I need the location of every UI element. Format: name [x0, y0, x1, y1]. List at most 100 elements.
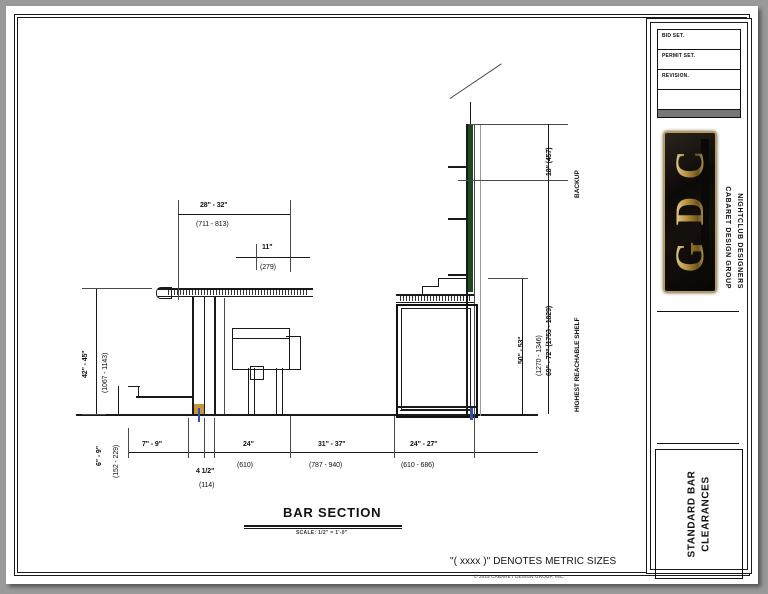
dim-line-footrail-height: [118, 386, 119, 414]
bar-top-underside: [158, 296, 313, 297]
dim-work-aisle-metric: (610): [237, 462, 253, 469]
revision-row[interactable]: PERMIT SET.: [658, 50, 740, 70]
label-backup: BACKUP: [574, 170, 581, 198]
logo-letter-c: C: [667, 150, 712, 180]
bar-top-hatch: [168, 290, 308, 295]
title-block-divider: [657, 311, 739, 312]
bar-top-nosing: [156, 287, 172, 299]
dim-footrail-height-metric: (152 - 229): [113, 444, 120, 478]
dim-line-reachable-shelf: [548, 180, 549, 414]
dim-backbar-top-imperial: 50" - 53": [518, 336, 525, 364]
drawing-scale: SCALE: 1/2" = 1'-0": [296, 530, 348, 536]
cdg-logo: C D G: [663, 131, 717, 293]
dim-line-bartop-width: [178, 214, 290, 215]
logo-side-text: CABARET DESIGN GROUP NIGHTCLUB DESIGNERS: [717, 131, 743, 289]
dim-line-plan-chain: [128, 452, 538, 453]
ext-chain-1: [188, 418, 189, 458]
dim-line-backbar-top: [522, 278, 523, 414]
dim-service-aisle-metric: (787 - 940): [309, 462, 343, 469]
title-underline: [244, 525, 402, 527]
dim-line-backup-height: [548, 124, 549, 180]
ext-chain-3: [214, 418, 215, 458]
bar-front-panel-outer: [192, 296, 194, 416]
dim-bartop-width-imperial: 28" - 32": [200, 202, 228, 209]
revision-row[interactable]: BID SET.: [658, 30, 740, 50]
ext-chain-5: [394, 416, 395, 458]
bar-structure-line: [224, 298, 225, 414]
back-wall-core: [474, 124, 475, 416]
equipment-leg-left-b: [254, 368, 255, 414]
copyright-note: © 2015 CABARET DESIGN GROUP, INC.: [474, 574, 565, 579]
metric-note: "( xxxx )" DENOTES METRIC SIZES: [450, 556, 617, 567]
dim-backbar-depth-metric: (610 - 686): [401, 462, 435, 469]
dim-work-aisle-imperial: 24": [243, 441, 254, 448]
equipment-leg-right: [276, 368, 277, 414]
drawing-title: BAR SECTION: [283, 505, 382, 520]
foot-rail: [136, 396, 194, 398]
dim-rail-thickness-imperial: 4 1/2": [196, 468, 215, 475]
backbar-toe-kick: [400, 410, 472, 411]
ext-backup-top: [470, 124, 568, 125]
equipment-drain: [250, 366, 264, 380]
sheet-title-box: STANDARD BAR CLEARANCES: [655, 449, 743, 579]
title-block-inner-border: [650, 22, 748, 570]
revision-box: BID SET. PERMIT SET. REVISION.: [657, 29, 741, 111]
title-block: BID SET. PERMIT SET. REVISION. C D G CAB…: [646, 18, 752, 579]
dim-overhang-imperial: 11": [262, 244, 273, 251]
ext-chain-6: [474, 416, 475, 458]
revision-label-revision: REVISION.: [662, 72, 690, 80]
drawing-sheet: BID SET. PERMIT SET. REVISION. C D G CAB…: [6, 6, 758, 584]
ext-chain-2: [204, 418, 205, 458]
dim-footrail-height-imperial: 6" - 9": [96, 446, 103, 466]
dim-service-aisle-imperial: 31" - 37": [318, 441, 346, 448]
revision-label-bid-set: BID SET.: [662, 32, 685, 40]
revision-label-permit-set: PERMIT SET.: [662, 52, 696, 60]
logo-tagline-firm: CABARET DESIGN GROUP: [724, 186, 731, 289]
logo-dark-bar: [701, 139, 709, 285]
dim-line-bar-height: [96, 288, 97, 414]
revision-row[interactable]: [658, 90, 740, 110]
backbar-top-hatch: [400, 296, 472, 301]
wall-shelf-mid: [448, 218, 468, 220]
dim-bar-height-metric: (1067 - 1143): [102, 352, 109, 393]
sheet-title-text: STANDARD BAR CLEARANCES: [686, 470, 712, 558]
label-highest-reachable-shelf: HIGHEST REACHABLE SHELF: [574, 317, 581, 412]
foot-rail-tick: [128, 386, 140, 387]
revision-row[interactable]: REVISION.: [658, 70, 740, 90]
equipment-leg-right-b: [282, 368, 283, 414]
dim-overhang-metric: (279): [260, 264, 276, 271]
backsplash-step-riser: [438, 278, 439, 286]
logo-tagline-discipline: NIGHTCLUB DESIGNERS: [736, 193, 743, 289]
wall-shelf-upper: [448, 166, 468, 168]
backbar-top-underside: [396, 302, 474, 303]
ext-backbar-top: [488, 278, 528, 279]
ext-line-bartop-left: [178, 200, 179, 300]
backbar-anchor-marker: [470, 408, 473, 420]
back-wall-finish: [468, 124, 473, 292]
title-underline-thin: [244, 528, 402, 529]
floor-line: [76, 414, 538, 416]
drawing-area: 28" - 32" (711 - 813) 11" (279) 42" - 45…: [18, 18, 644, 579]
dim-footrail-offset-imperial: 7" - 9": [142, 441, 162, 448]
revision-shaded-bar: [657, 109, 741, 118]
bar-front-panel-inner: [204, 296, 205, 414]
foot-rail-bracket: [138, 386, 139, 397]
back-wall-backside: [480, 124, 481, 416]
ext-line-overhang: [256, 244, 257, 270]
ext-line-bar-height-top: [82, 288, 152, 289]
title-block-divider: [657, 443, 739, 444]
dim-bartop-width-metric: (711 - 813): [196, 221, 229, 228]
dim-backbar-top-metric: (1270 - 1346): [536, 335, 543, 376]
backsplash-step-riser-2: [422, 286, 423, 294]
backbar-cabinet-inner: [401, 308, 471, 410]
wall-shelf-lower: [448, 274, 468, 276]
dim-bar-height-imperial: 42" - 45": [82, 350, 89, 378]
dim-backbar-depth-imperial: 24" - 27": [410, 441, 438, 448]
ext-backup-bottom: [458, 180, 568, 181]
dim-line-overhang: [236, 257, 310, 258]
backsplash-step-top: [438, 278, 468, 279]
logo-letter-g: G: [667, 241, 712, 273]
underbar-sink-body: [232, 328, 290, 370]
logo-letters: C D G: [665, 133, 715, 291]
bar-top-surface: [158, 288, 313, 290]
